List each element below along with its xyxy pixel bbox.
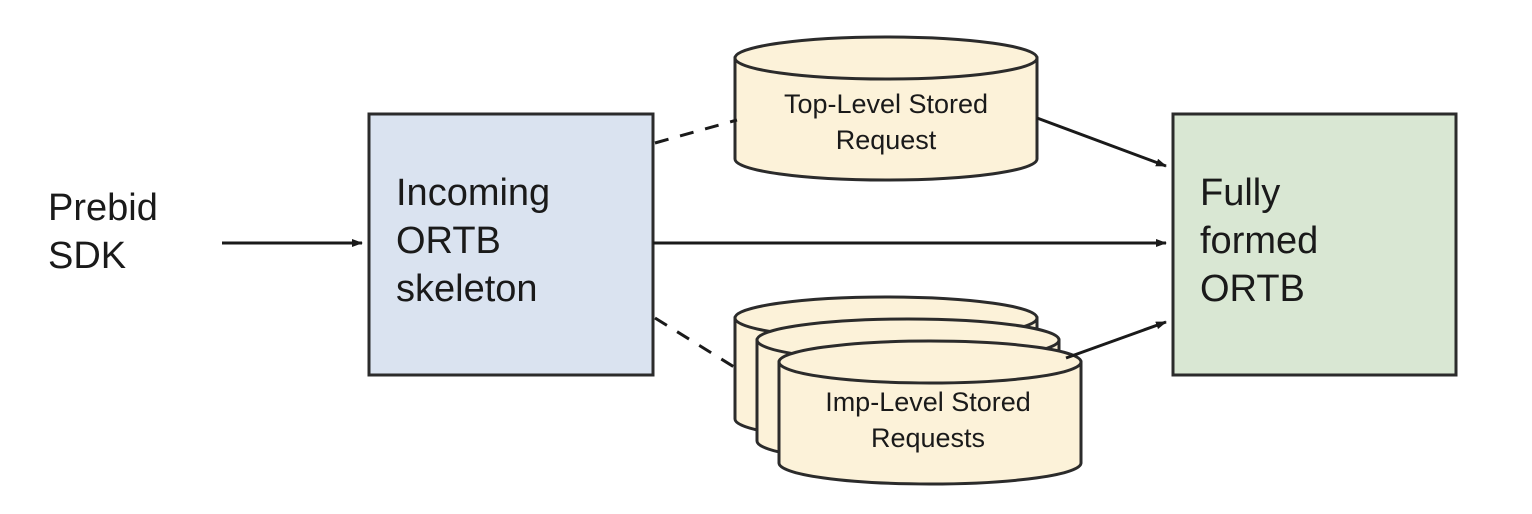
node-top-level-stored-request[interactable]	[733, 35, 1039, 182]
edge-incoming-to-imp-level-store	[654, 316, 740, 372]
edge-top-level-store-to-output	[1036, 116, 1167, 168]
node-imp-level-stored-requests[interactable]	[733, 295, 1083, 486]
node-incoming-ortb-skeleton[interactable]	[367, 112, 655, 377]
node-fully-formed-ortb[interactable]	[1171, 112, 1458, 377]
edge-imp-level-store-to-output	[1065, 320, 1167, 360]
edge-incoming-to-top-level-store	[654, 118, 738, 145]
